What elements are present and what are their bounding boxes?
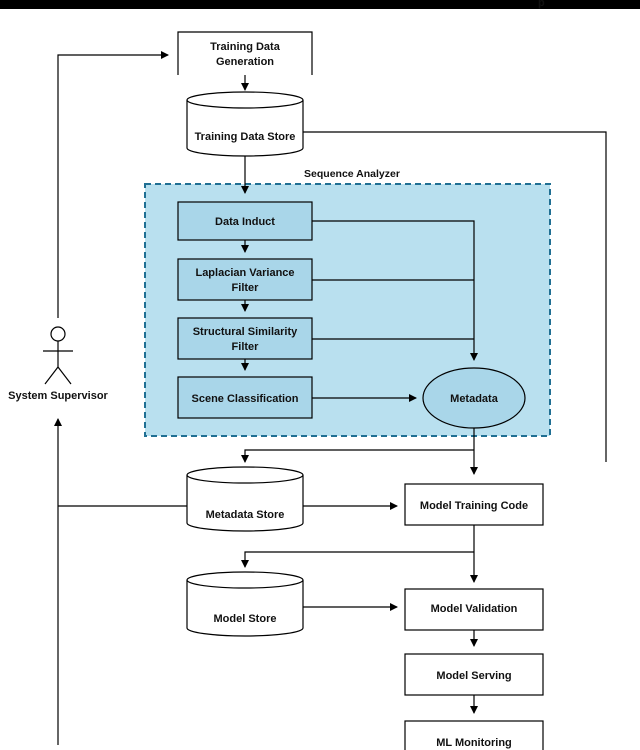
scene-classification-box [177,376,313,419]
laplacian-variance-filter-label-line2: Filter [232,282,260,294]
model-store-cylinder [186,571,304,637]
laplacian-variance-filter-box [177,258,313,301]
ml-monitoring-label: ML Monitoring [436,737,512,749]
training-data-generation-label-line2: Generation [216,56,274,68]
system-supervisor-label: System Supervisor [8,390,108,402]
model-serving-label: Model Serving [436,670,511,682]
model-serving-box [404,653,544,696]
metadata-store-label: Metadata Store [206,509,285,521]
header-bar [0,0,640,9]
metadata-label: Metadata [450,393,499,405]
header-fragment: p [538,0,545,9]
model-store-label: Model Store [214,613,277,625]
metadata-store-cylinder [186,466,304,532]
model-validation-box [404,588,544,631]
scene-classification-label: Scene Classification [192,393,299,405]
sequence-analyzer-label: Sequence Analyzer [304,168,400,180]
data-induct-label: Data Induct [215,216,275,228]
structural-similarity-filter-label-line1: Structural Similarity [193,326,298,338]
model-training-code-box [404,483,544,526]
model-training-code-label: Model Training Code [420,500,528,512]
training-data-store-label: Training Data Store [195,131,296,143]
model-validation-label: Model Validation [431,603,518,615]
structural-similarity-filter-label-line2: Filter [232,341,260,353]
training-data-generation-label-line1: Training Data [210,41,281,53]
system-supervisor-actor-icon [43,326,73,385]
training-data-generation-box [177,31,313,75]
training-data-store-cylinder [186,91,304,157]
laplacian-variance-filter-label-line1: Laplacian Variance [195,267,294,279]
ml-monitoring-box [404,720,544,750]
